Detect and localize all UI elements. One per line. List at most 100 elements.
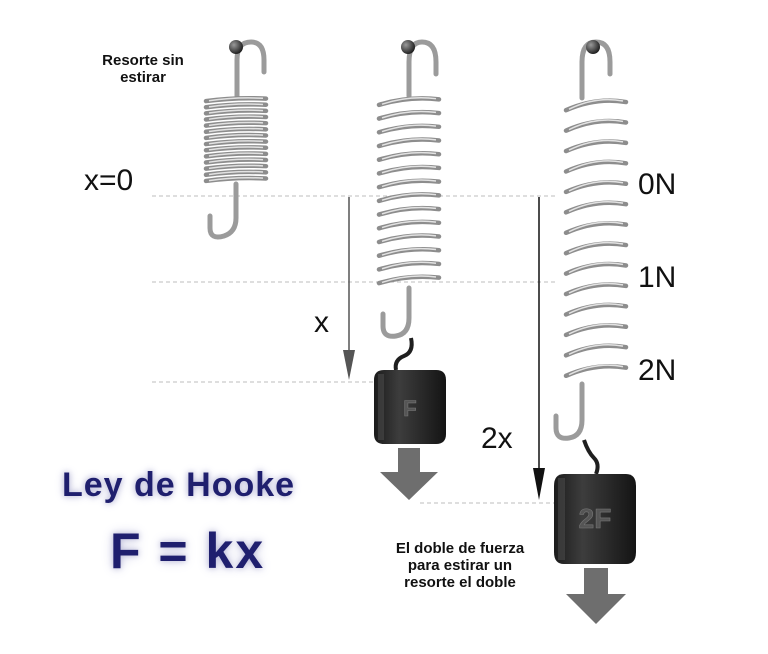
spring-coil-highlight bbox=[381, 261, 437, 270]
spring-coil-highlight bbox=[208, 146, 264, 151]
spring-coil-highlight bbox=[208, 127, 264, 133]
spring-coil-highlight bbox=[568, 139, 624, 151]
displacement-2x-label: 2x bbox=[481, 422, 513, 455]
spring-coil-turn bbox=[563, 98, 629, 113]
spring-coil-highlight bbox=[568, 201, 624, 213]
spring-hook-bottom bbox=[207, 181, 239, 240]
spring-stretched-2x bbox=[553, 39, 629, 441]
displacement-arrow-2x bbox=[533, 197, 545, 500]
pin-icon bbox=[401, 40, 415, 54]
law-title: Ley de Hooke bbox=[62, 466, 296, 504]
down-arrow-icon bbox=[566, 568, 626, 624]
unstretched-caption-line1: Resorte sin bbox=[102, 52, 184, 69]
spring-coil-highlight bbox=[568, 282, 624, 294]
spring-coil-highlight bbox=[381, 179, 437, 188]
spring-coil-highlight bbox=[208, 140, 264, 145]
unstretched-caption: Resorte sin estirar bbox=[78, 52, 208, 86]
spring-hook-bottom bbox=[380, 285, 412, 339]
spring-coil-highlight bbox=[208, 97, 264, 102]
double-caption-line1: El doble de fuerza bbox=[395, 540, 525, 557]
spring-coil-highlight bbox=[381, 138, 437, 147]
spring-coil-loose bbox=[563, 98, 629, 379]
displacement-x-label: x bbox=[314, 306, 329, 339]
spring-coil-highlight bbox=[568, 221, 624, 233]
spring-coil-highlight bbox=[381, 192, 437, 201]
spring-coil-highlight bbox=[381, 247, 437, 256]
force-scale-0n: 0N bbox=[638, 168, 677, 201]
spring-coil-turn bbox=[563, 261, 629, 276]
spring-coil-highlight bbox=[568, 98, 624, 110]
spring-coil-tight bbox=[203, 95, 269, 184]
spring-coil-turn bbox=[563, 343, 629, 358]
spring-coil-highlight bbox=[208, 164, 264, 170]
spring-coil-highlight bbox=[208, 158, 264, 163]
weight-hook bbox=[393, 337, 414, 371]
weight-label-f: F bbox=[403, 396, 416, 421]
weight-f bbox=[374, 337, 446, 500]
double-caption-line3: resorte el doble bbox=[404, 574, 516, 591]
spring-coil-highlight bbox=[381, 206, 437, 215]
weight-hook bbox=[582, 439, 600, 475]
spring-coil-highlight bbox=[208, 109, 264, 114]
spring-coil-turn bbox=[563, 302, 629, 317]
weight-label-2f: 2F bbox=[579, 503, 612, 534]
spring-coil-turn bbox=[563, 282, 629, 297]
spring-coil-highlight bbox=[208, 133, 264, 139]
spring-coil-turn bbox=[563, 139, 629, 154]
spring-coil-highlight bbox=[568, 262, 624, 274]
spring-coil-highlight bbox=[208, 115, 264, 120]
double-caption-line2: para estirar un bbox=[407, 557, 513, 574]
spring-coil-highlight bbox=[381, 96, 437, 105]
spring-coil-highlight bbox=[568, 180, 624, 192]
spring-coil-turn bbox=[563, 159, 629, 174]
spring-coil-highlight bbox=[381, 165, 437, 174]
spring-coil-turn bbox=[563, 241, 629, 256]
spring-coil-highlight bbox=[568, 303, 624, 315]
double-force-caption: El doble de fuerza para estirar un resor… bbox=[360, 540, 560, 591]
pin-icon bbox=[586, 40, 600, 54]
force-scale-1n: 1N bbox=[638, 261, 677, 294]
spring-unstretched bbox=[203, 39, 269, 240]
down-arrow-icon bbox=[380, 448, 438, 500]
spring-coil-highlight bbox=[568, 344, 624, 356]
spring-stretched-x bbox=[376, 39, 442, 339]
spring-coil-highlight bbox=[208, 170, 264, 176]
spring-coil-highlight bbox=[381, 110, 437, 119]
spring-coil-highlight bbox=[568, 241, 624, 253]
law-formula: F = kx bbox=[110, 523, 266, 579]
weight-icon bbox=[374, 370, 446, 444]
pin-icon bbox=[229, 40, 243, 54]
spring-coil-highlight bbox=[568, 119, 624, 131]
spring-coil-highlight bbox=[568, 323, 624, 335]
spring-hook-bottom bbox=[553, 381, 585, 441]
spring-coil-highlight bbox=[381, 234, 437, 243]
spring-coil-turn bbox=[563, 220, 629, 236]
spring-coil-turn bbox=[563, 200, 629, 215]
spring-coil-turn bbox=[563, 363, 629, 379]
spring-coil-highlight bbox=[381, 124, 437, 133]
force-scale-2n: 2N bbox=[638, 354, 677, 387]
spring-icon bbox=[406, 39, 439, 99]
spring-coil-highlight bbox=[381, 275, 437, 284]
spring-coil-highlight bbox=[381, 151, 437, 160]
weight-shine bbox=[558, 478, 565, 560]
spring-coil-turn bbox=[563, 323, 629, 338]
spring-coil-highlight bbox=[208, 103, 264, 108]
spring-coil-highlight bbox=[568, 364, 624, 376]
spring-coil-highlight bbox=[208, 121, 264, 127]
spring-coil-turn bbox=[563, 118, 629, 133]
displacement-arrow-x bbox=[343, 197, 355, 380]
weight-2f bbox=[554, 439, 636, 624]
spring-coil-turn bbox=[563, 180, 629, 195]
unstretched-caption-line2: estirar bbox=[120, 69, 166, 86]
spring-coil-highlight bbox=[208, 176, 264, 182]
zero-position-label: x=0 bbox=[84, 164, 134, 197]
spring-coil-medium bbox=[376, 96, 442, 286]
weight-shine bbox=[378, 374, 384, 440]
weight-icon bbox=[554, 474, 636, 564]
spring-coil-highlight bbox=[568, 160, 624, 172]
spring-coil-highlight bbox=[381, 220, 437, 229]
reference-lines bbox=[152, 195, 555, 504]
